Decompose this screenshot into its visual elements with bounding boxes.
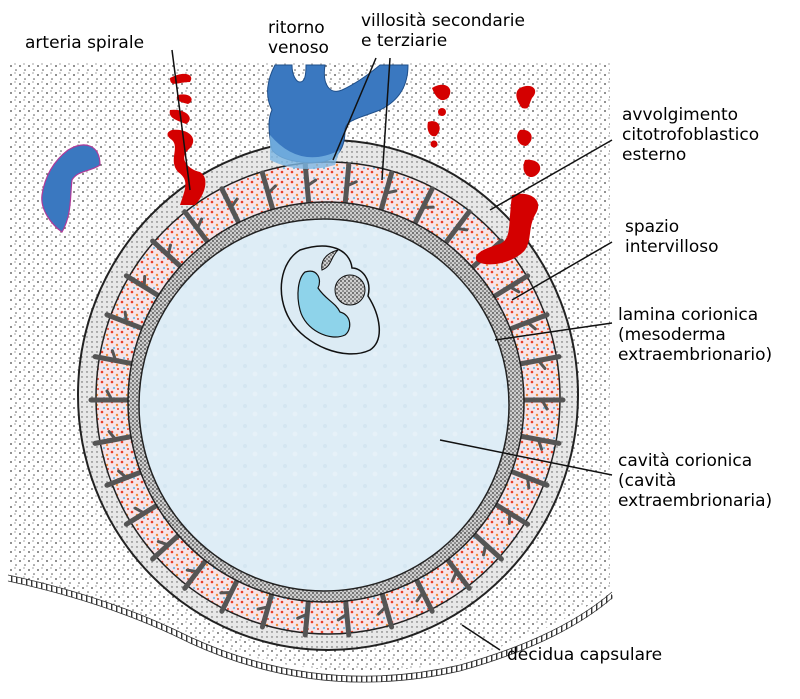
villus-stem <box>150 530 184 562</box>
villus-stem <box>470 530 504 562</box>
villus-stem <box>219 574 242 614</box>
label-cavita-corionica: cavità corionica (cavità extraembrionari… <box>618 451 772 511</box>
villus-stem <box>519 433 562 446</box>
villus-stem <box>378 170 395 213</box>
villus-stem <box>123 273 162 299</box>
decidua-capsulare-band <box>7 575 614 683</box>
villus-stem <box>519 354 562 367</box>
villus-stem <box>302 162 312 206</box>
villus-branch <box>384 189 398 195</box>
labels: arteria spirale ritorno venoso villosità… <box>25 11 772 665</box>
villus-branch <box>482 543 488 557</box>
villus-branch <box>110 349 118 362</box>
villus-stem <box>509 469 550 488</box>
villus-stem <box>259 170 276 213</box>
villus-stem <box>302 594 312 638</box>
villus-branch <box>508 285 521 294</box>
spiral-artery-right <box>475 85 541 265</box>
villus-branch <box>185 568 199 574</box>
villus-stem <box>342 594 352 638</box>
villus-stem <box>492 501 531 527</box>
villus-branch <box>123 310 129 324</box>
chorionic-cavity <box>138 218 510 592</box>
label-spazio-intervilloso: spazio intervilloso <box>625 217 719 257</box>
villus-branch <box>450 570 459 583</box>
leader-lines <box>171 49 613 651</box>
villus-branch <box>266 184 277 195</box>
villus-stem <box>150 238 184 270</box>
venous-sinus-left <box>41 144 101 233</box>
villus-branch <box>229 197 239 210</box>
villus-stem <box>509 312 550 331</box>
villus-stem <box>443 555 472 591</box>
villus-stem <box>342 162 352 206</box>
villus-branch <box>256 605 270 611</box>
villus-stem <box>92 433 135 446</box>
villus-branch <box>195 217 204 230</box>
label-lamina-corionica: lamina corionica (mesoderma extraembrion… <box>618 305 772 365</box>
label-avvolgimento: avvolgimento citotrofoblastico esterno <box>622 105 765 165</box>
villus-branch <box>540 398 549 411</box>
villus-stem <box>412 186 435 226</box>
villus-branch <box>296 612 309 620</box>
villus-branch <box>156 540 170 547</box>
villus-stem <box>182 209 211 245</box>
blood-droplets-top <box>427 84 451 148</box>
villus-stem <box>378 587 395 630</box>
villus-branch <box>117 469 129 480</box>
villus-branch <box>536 358 547 370</box>
label-decidua-capsulare: decidua capsulare <box>507 645 662 665</box>
villus-stem <box>412 574 435 614</box>
villus-branch <box>377 605 388 616</box>
villus-stem <box>123 501 162 527</box>
villus-stem <box>259 587 276 630</box>
venous-return <box>267 64 409 169</box>
villus-branch <box>536 438 544 451</box>
villus-branch <box>345 180 358 188</box>
villus-branch <box>105 389 114 402</box>
villus-branch <box>107 430 118 442</box>
villus-branch <box>525 476 531 490</box>
villus-branch <box>525 320 537 331</box>
villus-stem <box>492 273 531 299</box>
embryo <box>280 245 381 355</box>
villus-branch <box>455 226 469 232</box>
villus-stem <box>104 469 145 488</box>
villus-branch <box>336 612 349 622</box>
label-ritorno-venoso: ritorno venoso <box>268 18 330 58</box>
villus-stem <box>443 209 472 245</box>
villus-stem <box>104 312 145 331</box>
villi-group <box>88 162 566 638</box>
villus-branch <box>305 178 318 188</box>
villus-stem <box>92 354 135 367</box>
villus-branch <box>166 243 172 257</box>
villus-branch <box>133 506 146 515</box>
villus-stem <box>182 555 211 591</box>
label-villosita: villosità secondarie e terziarie <box>361 11 530 51</box>
villus-stem <box>219 186 242 226</box>
villus-branch <box>415 590 425 603</box>
label-arteria-spirale: arteria spirale <box>25 33 144 53</box>
